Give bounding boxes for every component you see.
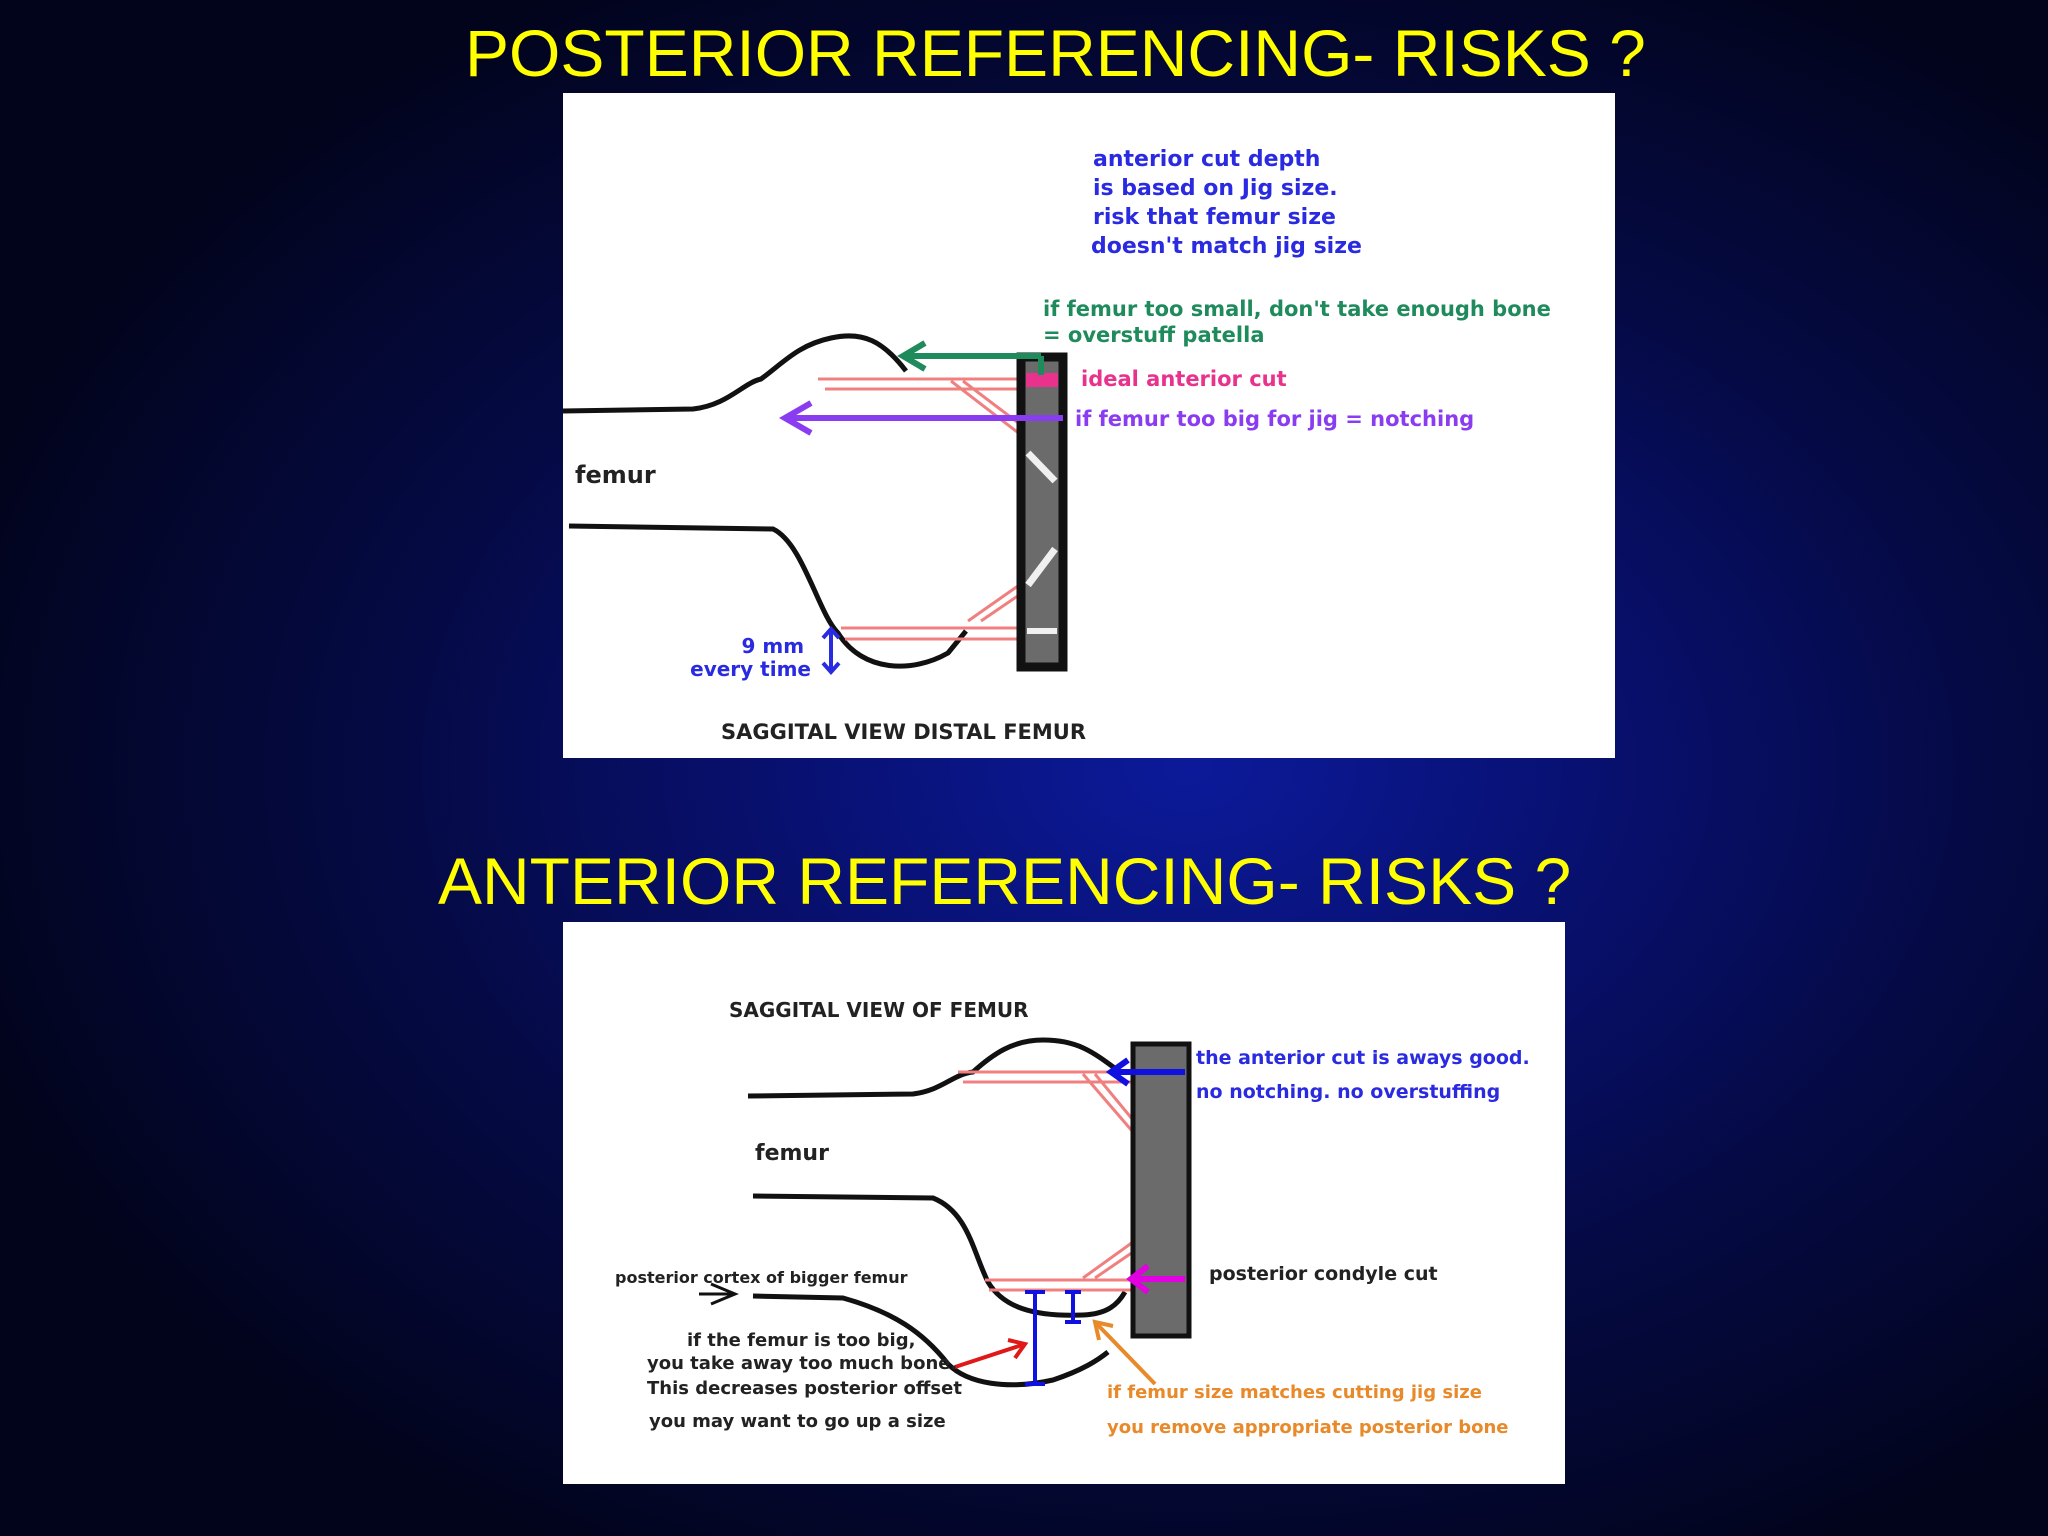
size-match-arrow [1092, 1319, 1157, 1386]
femur-posterior-outline [568, 523, 968, 669]
too-big-label: if femur too big for jig = notching [1075, 407, 1474, 431]
view-caption: SAGGITAL VIEW OF FEMUR [729, 998, 1029, 1022]
cut-guide-lines [958, 1070, 1135, 1292]
bone-removal-brackets [1025, 1290, 1081, 1386]
cortex-arrow [699, 1282, 739, 1306]
femur-label: femur [755, 1141, 829, 1166]
femur-anterior-outline [563, 333, 908, 414]
ideal-cut-marker [1026, 373, 1058, 387]
ideal-cut-label: ideal anterior cut [1081, 367, 1287, 391]
anterior-cut-arrow [1105, 1057, 1185, 1087]
too-small-arrow [897, 340, 1044, 375]
view-caption: SAGGITAL VIEW DISTAL FEMUR [721, 720, 1086, 744]
femur-anterior-outline [747, 1037, 1122, 1099]
nine-mm-arrow [821, 625, 841, 676]
posterior-cut-label: posterior condyle cut [1209, 1263, 1438, 1285]
too-small-label: if femur too small, don't take enough bo… [1043, 297, 1558, 347]
cut-guide-lines [818, 377, 1026, 641]
nine-mm-label: 9 mm every time [690, 634, 811, 681]
posterior-referencing-diagram: anterior cut depth is based on Jig size.… [563, 93, 1615, 758]
bigger-femur-cortex-outline [752, 1293, 1110, 1388]
cutting-jig [1130, 1041, 1192, 1339]
cortex-label: posterior cortex of bigger femur [615, 1268, 908, 1287]
too-big-label: if the femur is too big, you take away t… [647, 1330, 968, 1432]
size-match-label: if femur size matches cutting jig size y… [1107, 1382, 1509, 1438]
cutting-jig [1016, 352, 1068, 672]
too-big-arrow [778, 400, 1063, 436]
too-big-arrow [954, 1338, 1029, 1369]
femur-posterior-outline [752, 1193, 1128, 1318]
good-cut-label: the anterior cut is aways good. no notch… [1196, 1047, 1536, 1103]
femur-label: femur [575, 461, 656, 489]
jig-size-note: anterior cut depth is based on Jig size.… [1091, 147, 1362, 259]
anterior-referencing-diagram: SAGGITAL VIEW OF FEMUR the anterior cut … [563, 922, 1565, 1484]
anterior-referencing-title: ANTERIOR REFERENCING- RISKS ? [438, 844, 1572, 918]
posterior-cut-arrow [1126, 1263, 1185, 1295]
posterior-referencing-title: POSTERIOR REFERENCING- RISKS ? [465, 16, 1646, 90]
